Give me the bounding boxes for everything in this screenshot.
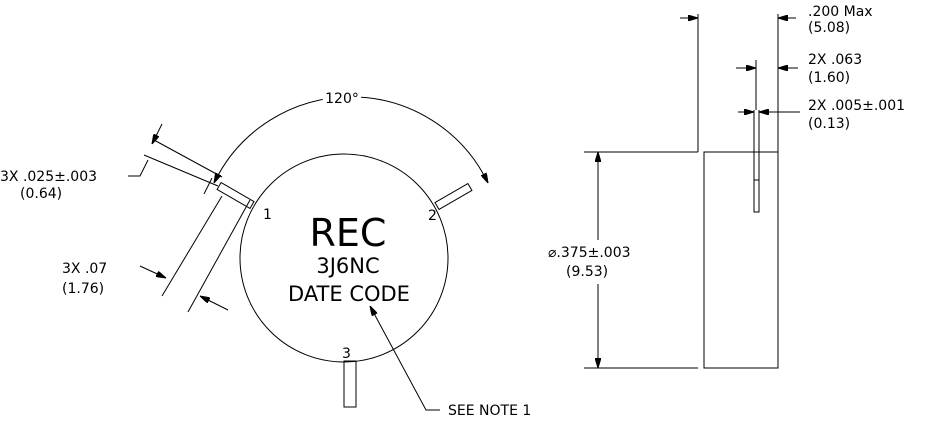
diameter-metric: (9.53) bbox=[566, 264, 608, 280]
side-pin-lead bbox=[753, 179, 760, 213]
angle-arc bbox=[214, 96, 488, 183]
pin-1-lead bbox=[216, 181, 255, 210]
pin-length-metric: (1.76) bbox=[62, 281, 104, 297]
pin-thickness-label: 2X .005±.001 bbox=[808, 98, 905, 114]
pin-width-metric: (0.64) bbox=[20, 186, 62, 202]
note-label: SEE NOTE 1 bbox=[448, 403, 531, 419]
pin-2-lead bbox=[434, 182, 473, 211]
diameter-label: ⌀.375±.003 bbox=[548, 245, 631, 261]
pin-thickness-metric: (0.13) bbox=[808, 116, 850, 132]
angle-label: 120° bbox=[325, 91, 359, 107]
pin-offset-label: 2X .063 bbox=[808, 52, 862, 68]
side-body-outline bbox=[703, 151, 779, 369]
pin-length-ext-line-b bbox=[187, 199, 251, 313]
pin-3-lead bbox=[343, 360, 357, 408]
pin-2-label: 2 bbox=[428, 208, 437, 224]
marking-line-3: DATE CODE bbox=[288, 282, 410, 306]
pin-width-ext-line-a bbox=[143, 154, 219, 187]
note-leader bbox=[370, 306, 440, 411]
pin-width-arrow-b bbox=[203, 177, 213, 195]
pin-length-label: 3X .07 bbox=[62, 261, 107, 277]
side-view: .200 Max (5.08) 2X .063 (1.60) 2X .005±.… bbox=[544, 4, 905, 369]
pin-width-arrow-a bbox=[152, 123, 163, 144]
top-view: 1 2 3 REC 3J6NC DATE CODE 120° 3X .025±.… bbox=[0, 87, 531, 419]
pin-length-ext-line-a bbox=[161, 195, 223, 297]
pin-3-label: 3 bbox=[342, 346, 351, 362]
pin-width-ext-line-b bbox=[153, 139, 223, 178]
marking-line-1: REC bbox=[310, 211, 387, 255]
height-label: .200 Max bbox=[808, 4, 873, 20]
pin-1-label: 1 bbox=[263, 207, 272, 223]
pin-width-label: 3X .025±.003 bbox=[0, 169, 97, 185]
pin-width-leader bbox=[128, 159, 149, 177]
pin-length-arrow-a bbox=[139, 265, 166, 278]
pin-offset-metric: (1.60) bbox=[808, 70, 850, 86]
height-metric: (5.08) bbox=[808, 20, 850, 36]
pin-length-arrow-b bbox=[200, 296, 229, 311]
marking-line-2: 3J6NC bbox=[316, 254, 379, 278]
